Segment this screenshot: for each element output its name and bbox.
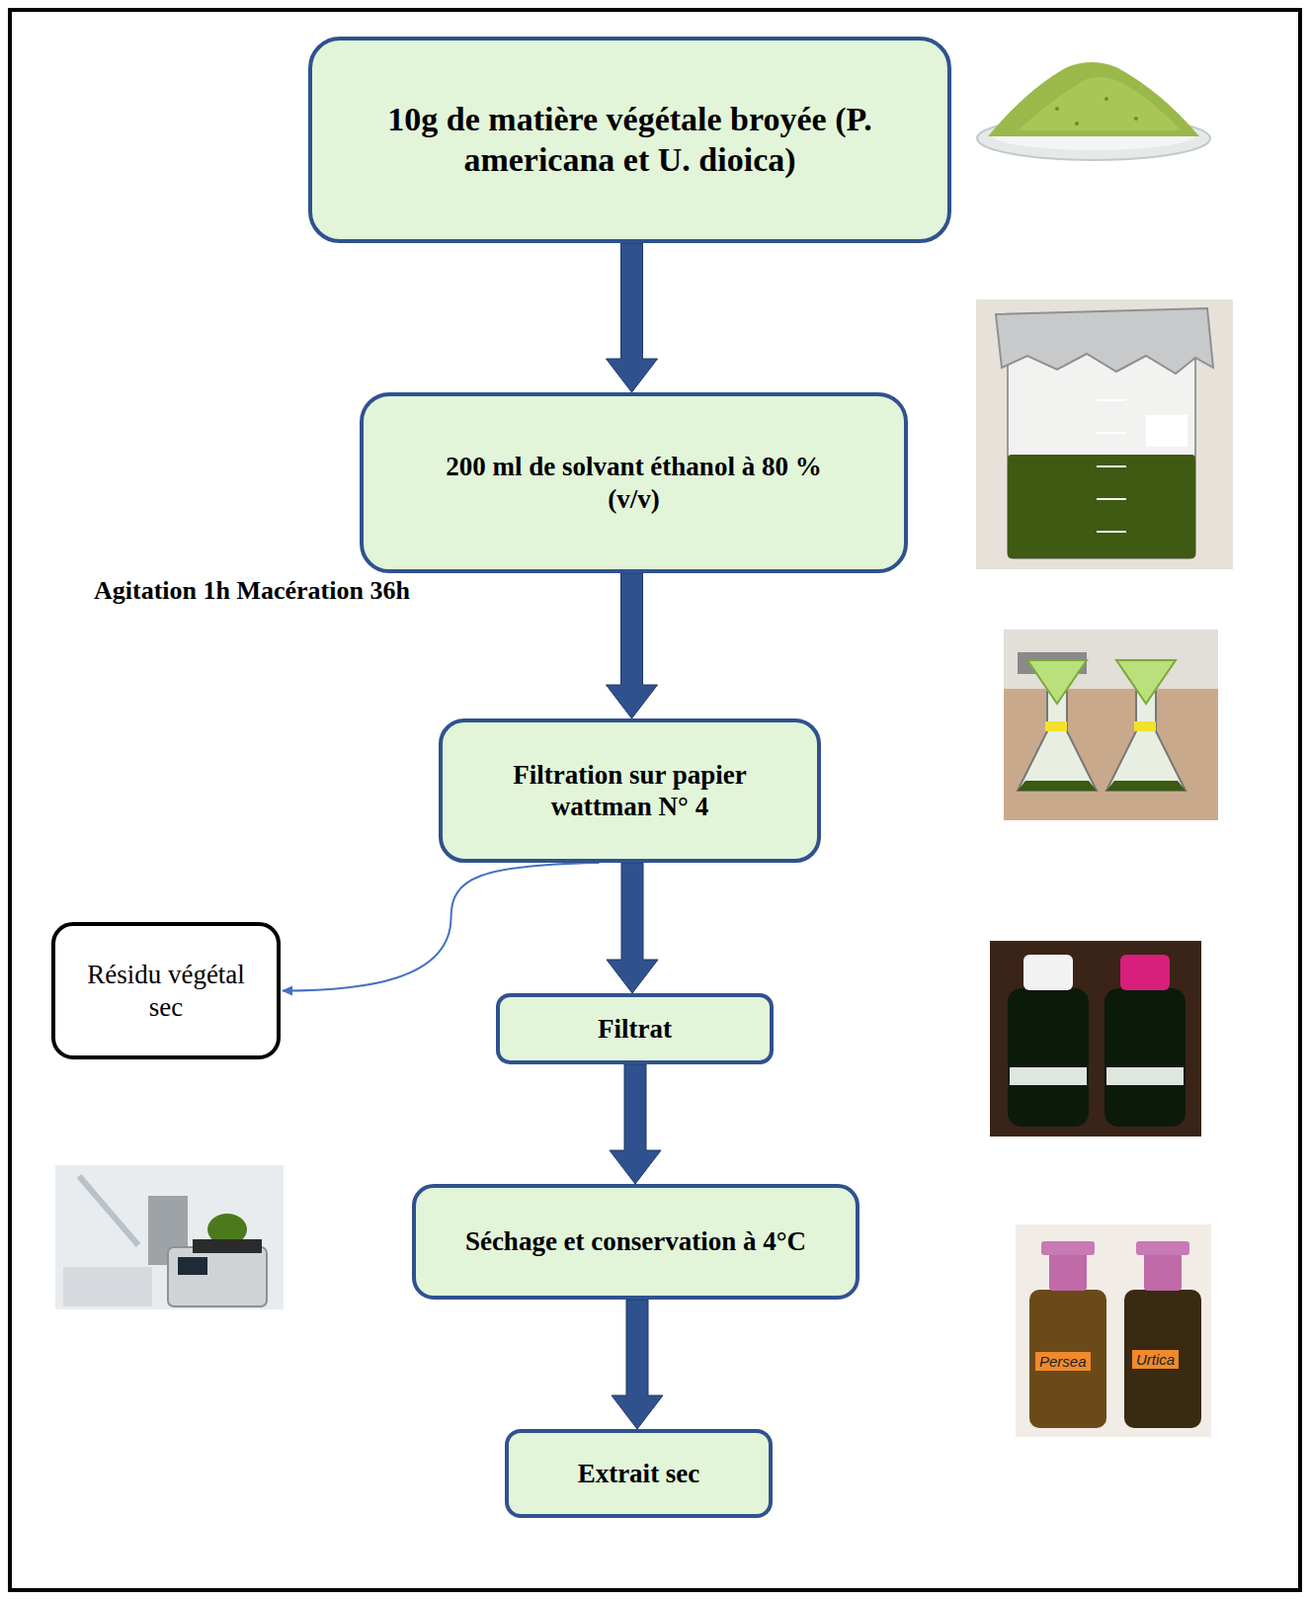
block-arrow [606, 243, 658, 393]
beaker-photo [976, 299, 1233, 570]
powder-photo [977, 62, 1211, 161]
block-arrow [606, 572, 658, 719]
vial-label: Persea [1035, 1351, 1091, 1371]
node-text: 200 ml de solvant éthanol à 80 % (v/v) [436, 450, 832, 515]
process-box: 200 ml de solvant éthanol à 80 % (v/v) [359, 392, 908, 573]
edge-label: Agitation 1h Macération 36h [91, 575, 412, 606]
node-text: Résidu végétal sec [81, 958, 250, 1023]
node-text: Filtration sur papier wattman N° 4 [477, 758, 784, 823]
node-text: Séchage et conservation à 4°C [465, 1225, 807, 1257]
residue-box: Résidu végétal sec [51, 921, 281, 1060]
block-arrow [611, 1299, 663, 1429]
filtrate-bottles-photo [989, 940, 1202, 1137]
vial-label: Urtica [1132, 1349, 1179, 1369]
filtration-photo [1003, 629, 1219, 820]
block-arrow [609, 1063, 661, 1184]
node-text: Extrait sec [577, 1457, 701, 1489]
process-box: Séchage et conservation à 4°C [411, 1183, 860, 1300]
end-box: Extrait sec [504, 1428, 773, 1518]
rotavap-photo [55, 1164, 284, 1309]
block-arrow [606, 862, 658, 993]
dry-extract-vials-photo [1015, 1224, 1212, 1437]
node-text: 10g de matière végétale broyée (P. ameri… [363, 99, 898, 181]
process-box: Filtrat [495, 992, 774, 1064]
process-box: Filtration sur papier wattman N° 4 [438, 718, 821, 863]
curved-arrow [282, 862, 600, 991]
start-box: 10g de matière végétale broyée (P. ameri… [308, 36, 952, 244]
node-text: Filtrat [597, 1012, 672, 1045]
